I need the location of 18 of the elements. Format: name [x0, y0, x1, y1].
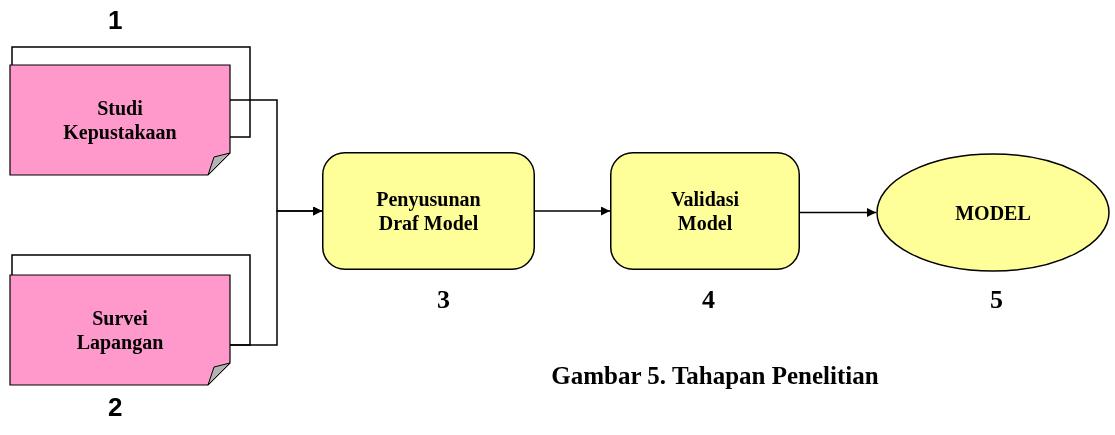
- step-number: 1: [108, 5, 123, 36]
- arrow: [799, 208, 877, 217]
- process-box: [610, 152, 800, 270]
- node-label: Survei Lapangan: [75, 306, 165, 354]
- step-number: 4: [702, 285, 715, 315]
- figure-caption: Gambar 5. Tahapan Penelitian: [550, 362, 880, 390]
- arrow: [534, 206, 611, 216]
- step-number: 2: [108, 392, 123, 423]
- node-label: MODEL: [955, 200, 1031, 225]
- note-shape: [10, 65, 230, 175]
- step-number: 3: [437, 285, 450, 315]
- step-number: 5: [990, 285, 1003, 315]
- node-label: Penyusunan Draf Model: [375, 187, 482, 235]
- node-label: Validasi Model: [669, 187, 741, 235]
- process-box: [322, 152, 535, 270]
- node-label: Studi Kepustakaan: [62, 96, 178, 144]
- note-shape: [10, 275, 230, 385]
- result-ellipse: [876, 153, 1110, 272]
